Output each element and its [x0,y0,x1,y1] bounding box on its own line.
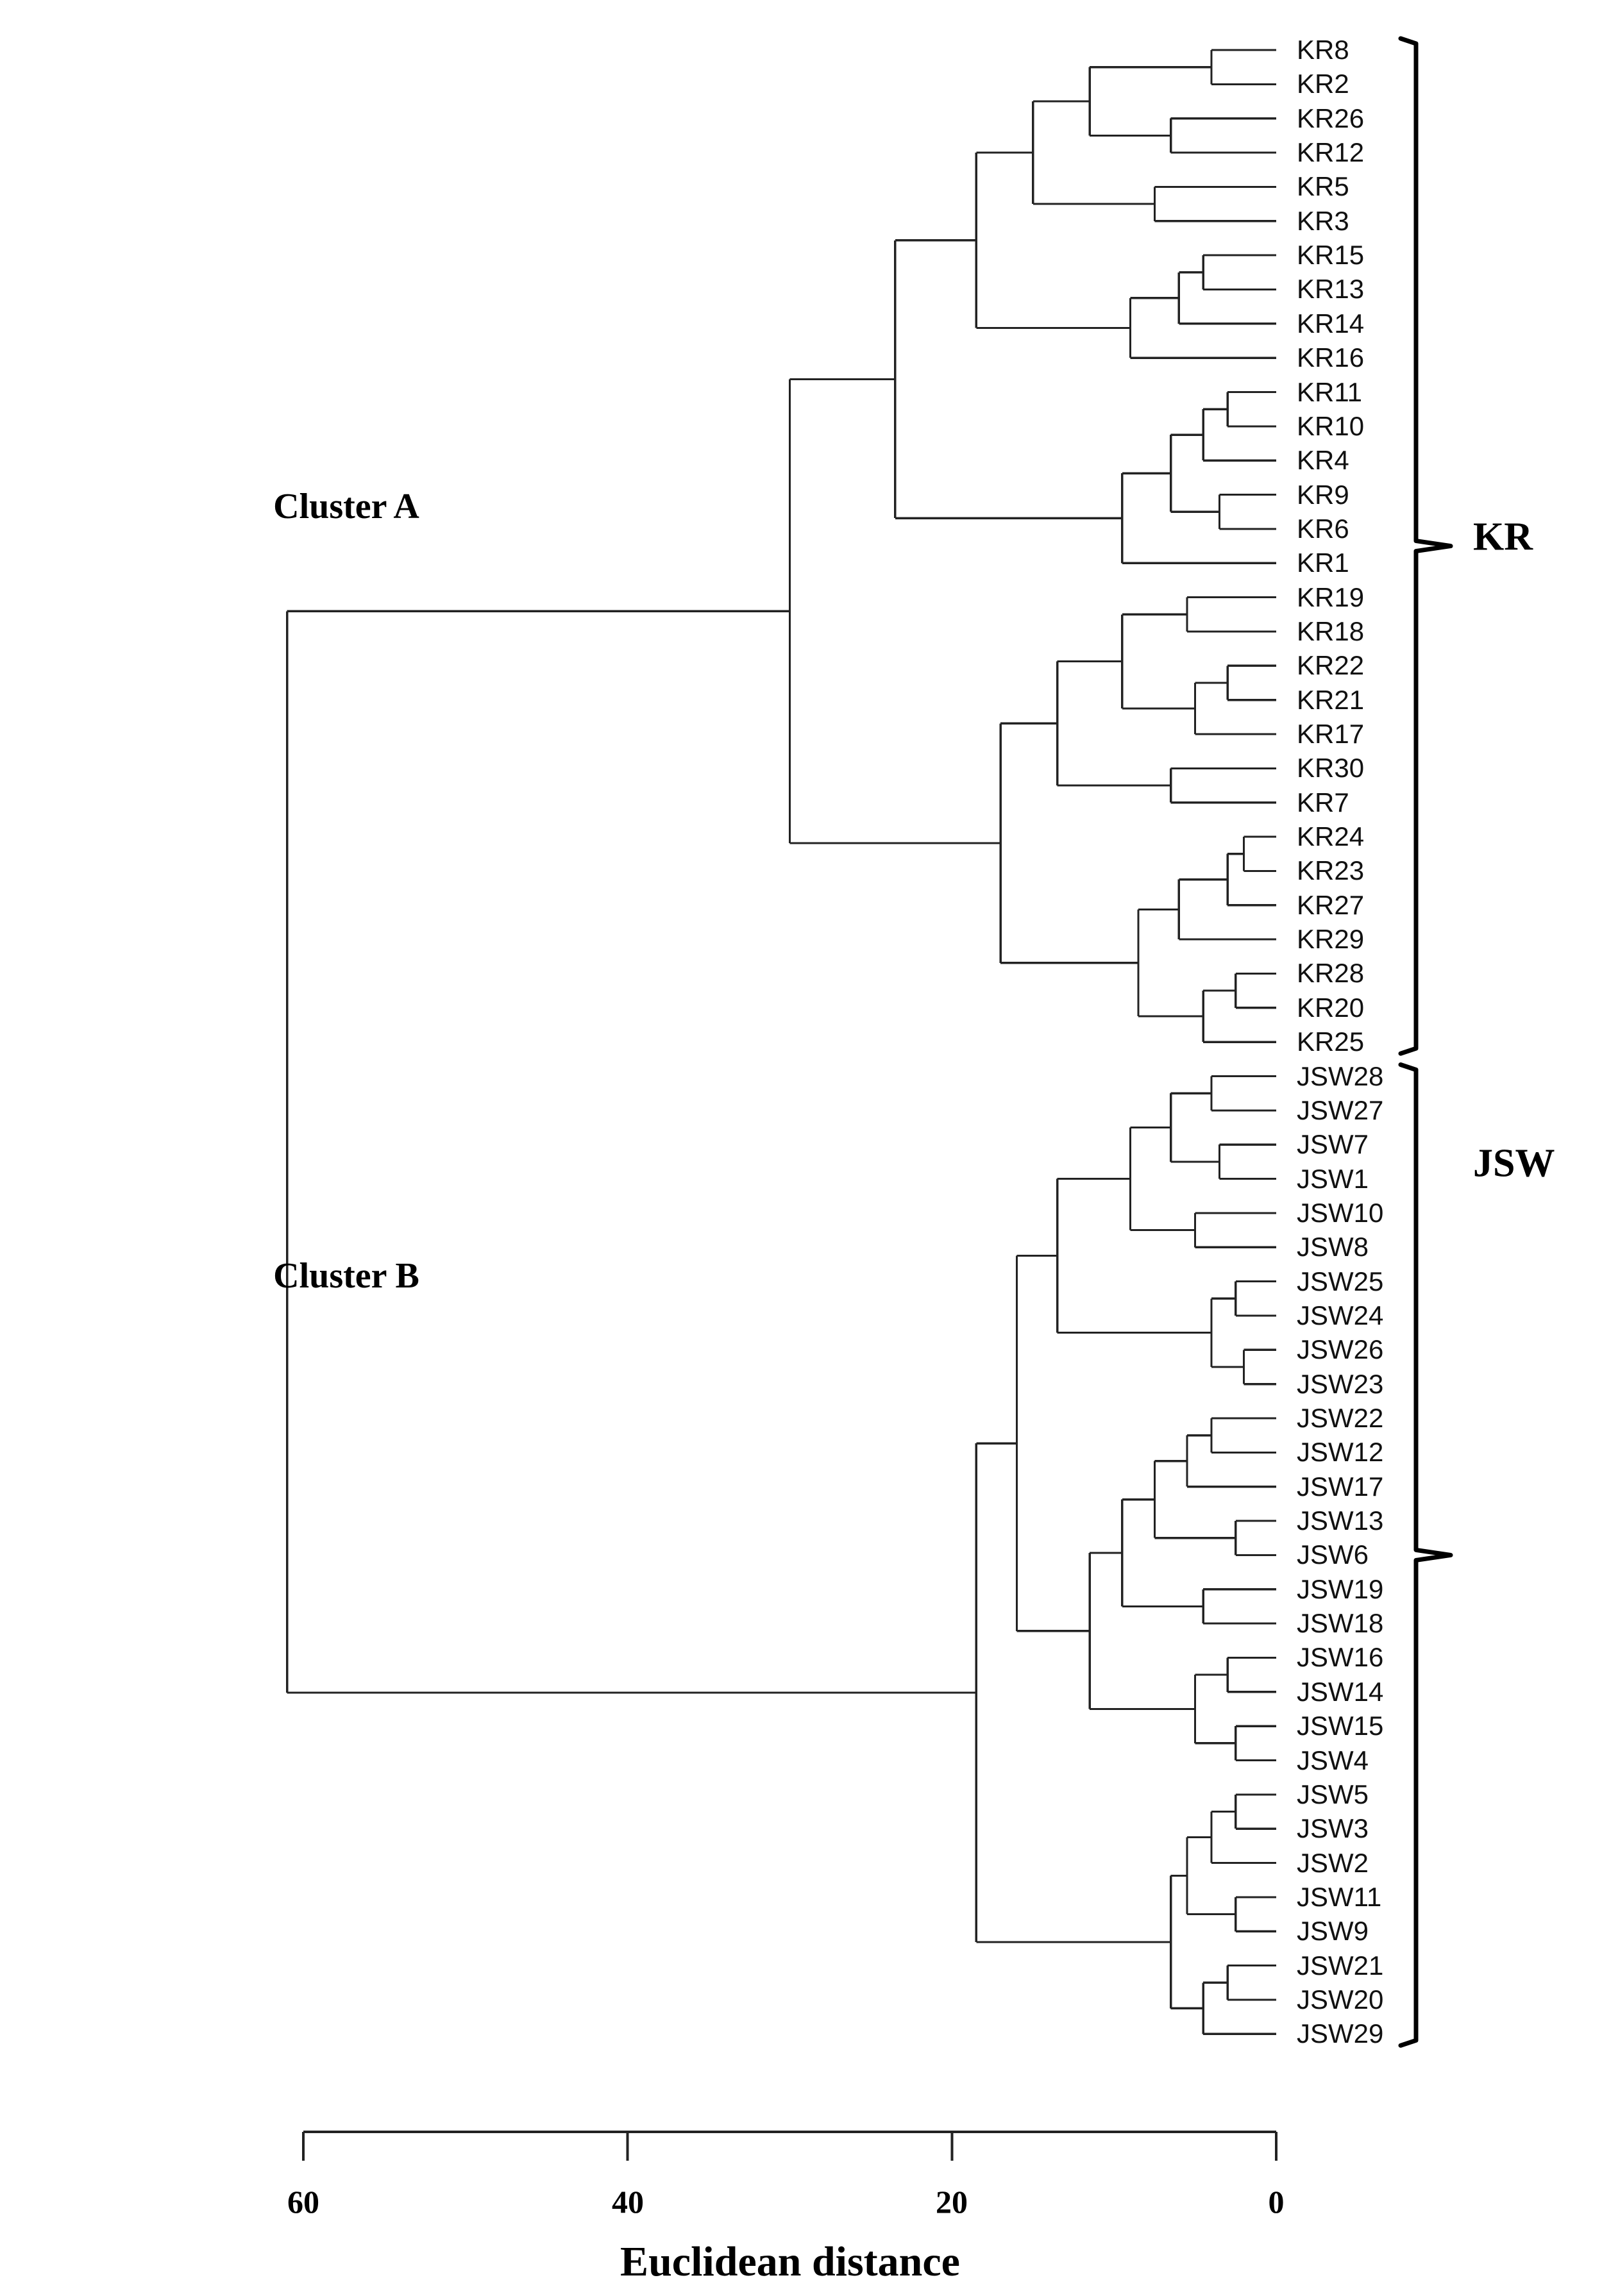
axis-tick-0: 0 [1268,2184,1285,2220]
leaf-label-kr26: KR26 [1297,103,1365,133]
leaf-label-jsw17: JSW17 [1297,1471,1384,1502]
leaf-label-kr28: KR28 [1297,958,1365,989]
leaf-label-kr2: KR2 [1297,69,1349,99]
leaf-label-kr16: KR16 [1297,342,1365,373]
leaf-label-kr24: KR24 [1297,821,1365,852]
leaf-label-jsw23: JSW23 [1297,1368,1384,1399]
leaf-label-jsw26: JSW26 [1297,1334,1384,1365]
leaf-label-jsw6: JSW6 [1297,1539,1369,1570]
leaf-label-kr9: KR9 [1297,479,1349,510]
leaf-label-jsw13: JSW13 [1297,1505,1384,1536]
bracket-jsw [1398,1062,1453,2048]
leaf-label-kr20: KR20 [1297,992,1365,1023]
leaf-label-jsw4: JSW4 [1297,1745,1369,1775]
leaf-label-jsw15: JSW15 [1297,1711,1384,1741]
leaf-label-jsw9: JSW9 [1297,1916,1369,1947]
leaf-label-jsw27: JSW27 [1297,1094,1384,1125]
leaf-label-kr19: KR19 [1297,582,1365,612]
dendrogram-branches [286,49,1276,2035]
bracket-label-jsw: JSW [1473,1141,1555,1186]
leaf-label-kr22: KR22 [1297,650,1365,681]
leaf-label-kr11: KR11 [1297,376,1362,407]
leaf-label-kr25: KR25 [1297,1026,1365,1057]
leaf-label-jsw3: JSW3 [1297,1813,1369,1844]
leaf-label-jsw7: JSW7 [1297,1129,1369,1160]
leaf-label-jsw22: JSW22 [1297,1403,1384,1433]
leaf-label-jsw25: JSW25 [1297,1266,1384,1296]
axis-tick-60: 60 [287,2184,319,2220]
leaf-label-kr17: KR17 [1297,719,1365,749]
leaf-label-jsw21: JSW21 [1297,1950,1384,1981]
leaf-label-kr30: KR30 [1297,753,1365,783]
leaf-label-jsw20: JSW20 [1297,1984,1384,2015]
leaf-label-jsw10: JSW10 [1297,1197,1384,1228]
group-brackets [1398,36,1453,2048]
leaf-label-kr14: KR14 [1297,308,1365,339]
leaf-label-kr21: KR21 [1297,684,1365,715]
leaf-label-kr3: KR3 [1297,205,1349,236]
leaf-label-kr27: KR27 [1297,889,1365,920]
leaf-label-kr15: KR15 [1297,240,1365,271]
leaf-label-kr10: KR10 [1297,410,1365,441]
leaf-label-jsw2: JSW2 [1297,1847,1369,1878]
leaf-label-jsw18: JSW18 [1297,1608,1384,1639]
bracket-kr [1398,36,1453,1056]
leaf-label-jsw8: JSW8 [1297,1232,1369,1262]
cluster-b-label: Cluster B [273,1256,419,1296]
leaf-label-jsw16: JSW16 [1297,1642,1384,1673]
leaf-label-kr12: KR12 [1297,137,1365,168]
leaf-label-kr6: KR6 [1297,513,1349,544]
leaf-label-jsw19: JSW19 [1297,1573,1384,1604]
leaf-label-kr13: KR13 [1297,274,1365,305]
bracket-label-kr: KR [1473,515,1533,559]
leaf-label-jsw12: JSW12 [1297,1437,1384,1468]
leaf-label-jsw11: JSW11 [1297,1881,1382,1912]
leaf-label-kr8: KR8 [1297,35,1349,65]
axis-tick-20: 20 [936,2184,968,2220]
distance-axis [302,2131,1277,2161]
leaf-label-kr18: KR18 [1297,616,1365,646]
leaf-label-kr29: KR29 [1297,924,1365,955]
leaf-label-jsw24: JSW24 [1297,1300,1384,1330]
leaf-label-kr1: KR1 [1297,548,1349,578]
leaf-label-jsw5: JSW5 [1297,1779,1369,1809]
cluster-a-label: Cluster A [273,487,419,526]
leaf-label-kr7: KR7 [1297,787,1349,817]
leaf-label-kr5: KR5 [1297,171,1349,202]
leaf-label-kr4: KR4 [1297,445,1349,476]
leaf-label-jsw28: JSW28 [1297,1060,1384,1091]
leaf-label-jsw1: JSW1 [1297,1163,1369,1194]
leaf-label-jsw29: JSW29 [1297,2018,1384,2049]
leaf-label-kr23: KR23 [1297,855,1365,886]
axis-title: Euclidean distance [620,2238,960,2285]
leaf-label-jsw14: JSW14 [1297,1676,1384,1707]
axis-tick-40: 40 [612,2184,644,2220]
